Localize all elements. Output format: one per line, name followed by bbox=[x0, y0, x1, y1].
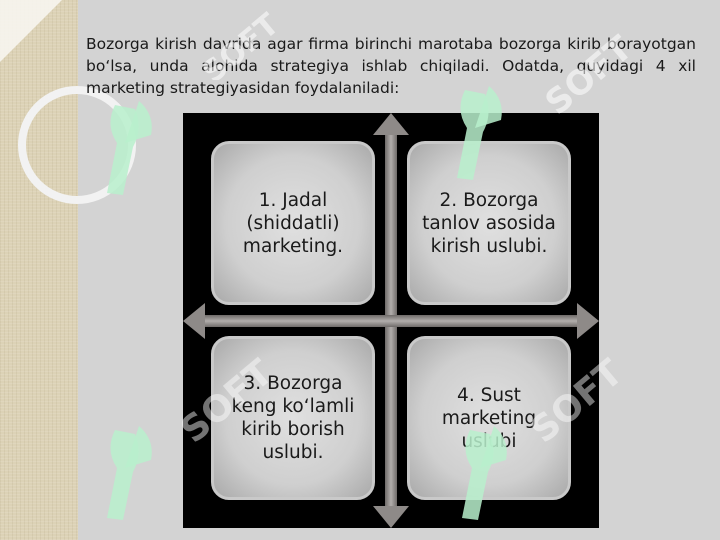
quadrant-4-label: 4. Sust marketing uslubi bbox=[441, 384, 537, 452]
ring-decoration bbox=[18, 86, 136, 204]
quadrant-2-label: 2. Bozorga tanlov asosida kirish uslubi. bbox=[422, 189, 556, 257]
axes-arrows bbox=[183, 113, 599, 528]
strategy-matrix: 1. Jadal (shiddatli) marketing. 2. Bozor… bbox=[183, 113, 599, 528]
soft-logo-mark-3 bbox=[107, 426, 152, 520]
horizontal-arrow bbox=[183, 303, 599, 339]
corner-decoration bbox=[0, 0, 62, 62]
quadrant-3-label: 3. Bozorga keng ko‘lamli kirib borish us… bbox=[231, 373, 355, 463]
quadrant-3-wide-entry: 3. Bozorga keng ko‘lamli kirib borish us… bbox=[211, 336, 375, 500]
quadrant-2-selective-entry: 2. Bozorga tanlov asosida kirish uslubi. bbox=[407, 141, 571, 305]
quadrant-4-passive-marketing: 4. Sust marketing uslubi bbox=[407, 336, 571, 500]
quadrant-1-label: 1. Jadal (shiddatli) marketing. bbox=[242, 189, 344, 257]
intro-paragraph: Bozorga kirish davrida agar firma birinc… bbox=[86, 35, 696, 97]
quadrant-1-intensive-marketing: 1. Jadal (shiddatli) marketing. bbox=[211, 141, 375, 305]
